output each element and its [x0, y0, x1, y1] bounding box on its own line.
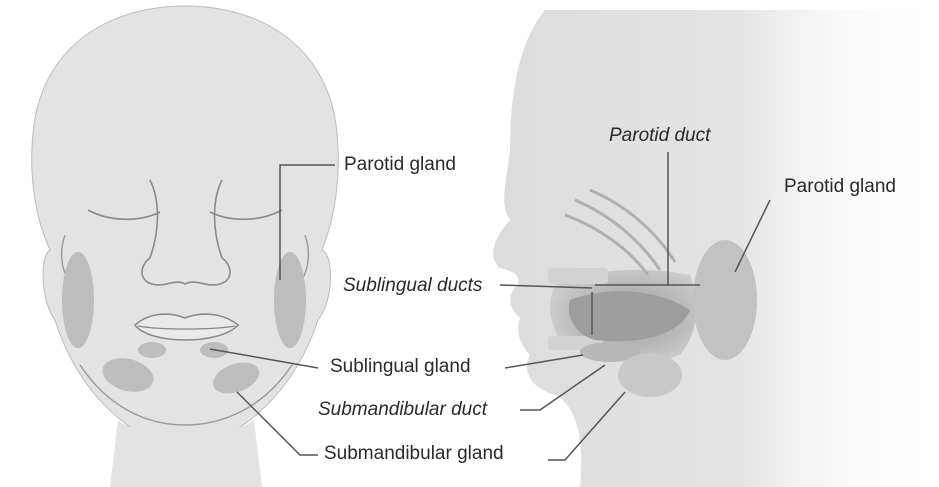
front-sublingual-gland-left	[138, 342, 166, 358]
front-parotid-gland-right	[274, 252, 306, 348]
label-submandibular-gland: Submandibular gland	[324, 444, 504, 463]
front-view-head	[32, 6, 339, 487]
label-parotid-duct: Parotid duct	[609, 126, 710, 145]
upper-teeth	[548, 268, 608, 284]
side-view-head	[493, 10, 939, 487]
front-parotid-gland-left	[62, 252, 94, 348]
side-parotid-gland	[693, 240, 757, 360]
label-front-parotid-gland: Parotid gland	[344, 155, 456, 174]
label-sublingual-ducts: Sublingual ducts	[343, 276, 482, 295]
front-head-outline	[32, 6, 339, 448]
label-submandibular-duct: Submandibular duct	[318, 400, 487, 419]
label-side-parotid-gland: Parotid gland	[784, 177, 896, 196]
side-submandibular-gland	[618, 353, 682, 397]
label-sublingual-gland: Sublingual gland	[330, 357, 471, 376]
